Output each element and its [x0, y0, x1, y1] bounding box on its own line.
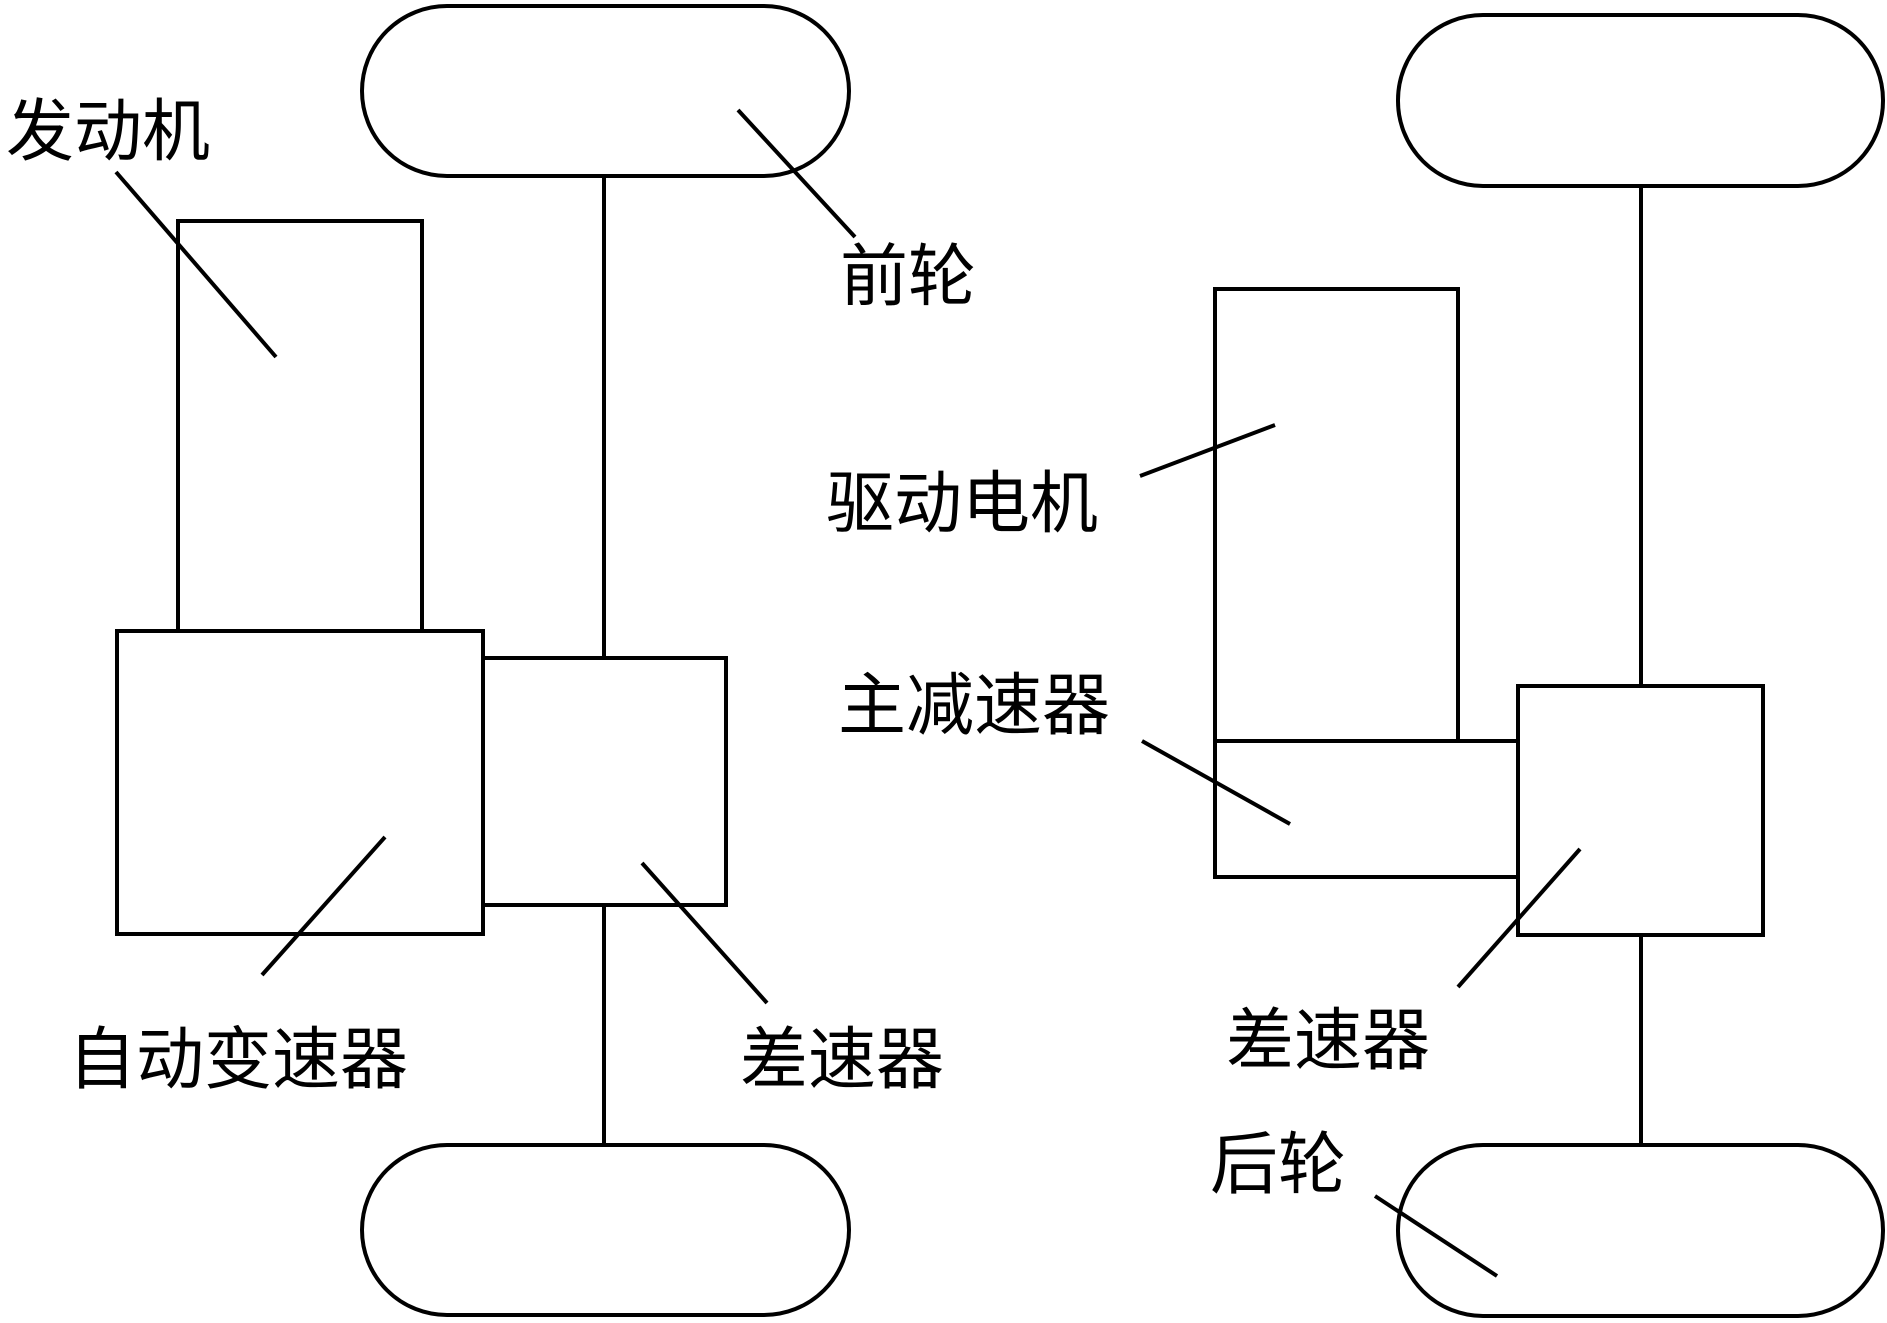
- transmission-label: 自动变速器: [68, 1021, 408, 1100]
- differential-block-left: [481, 656, 728, 907]
- differential-label-right: 差速器: [1226, 1002, 1430, 1081]
- right-layout: 驱动电机 主减速器 差速器 后轮: [826, 13, 1885, 1318]
- transmission-block: [115, 629, 485, 936]
- left-layout: 发动机 前轮 自动变速器 差速器: [6, 4, 976, 1317]
- differential-label-left: 差速器: [740, 1021, 944, 1100]
- rear-wheel-label: 后轮: [1210, 1126, 1346, 1205]
- final-reducer-leader: [1141, 739, 1291, 826]
- front-wheel-bottom: [360, 1143, 851, 1317]
- right-wheel-top: [1396, 13, 1885, 188]
- final-reducer-label: 主减速器: [838, 667, 1110, 746]
- rear-wheel-bottom: [1396, 1143, 1885, 1318]
- drive-motor-label: 驱动电机: [826, 465, 1098, 544]
- differential-block-right: [1516, 684, 1765, 937]
- front-wheel-label: 前轮: [840, 238, 976, 317]
- front-wheel-leader: [736, 108, 857, 239]
- rear-wheel-leader: [1373, 1194, 1499, 1278]
- engine-leader: [114, 170, 278, 359]
- engine-block: [176, 219, 424, 633]
- differential-leader-right: [1456, 847, 1582, 989]
- drive-motor-leader: [1139, 423, 1276, 478]
- transmission-leader: [260, 835, 387, 977]
- drive-motor-block: [1213, 287, 1460, 743]
- differential-leader-left: [640, 861, 769, 1005]
- front-wheel-top: [360, 4, 851, 178]
- engine-label: 发动机: [6, 93, 210, 172]
